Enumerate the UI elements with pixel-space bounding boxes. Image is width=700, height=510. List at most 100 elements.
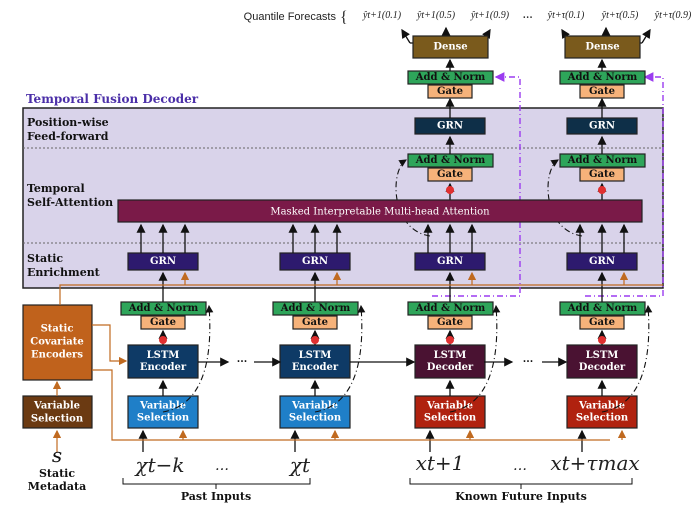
layer-label-position-wise-2: Feed-forward	[27, 130, 109, 143]
past-variable-selection-label: Variable	[291, 401, 338, 412]
grn-static-enrichment-label: GRN	[150, 256, 176, 267]
dropout-dot	[598, 336, 606, 344]
diagram-title: Quantile Forecasts	[244, 11, 337, 23]
input-ellipsis: …	[513, 458, 527, 474]
gate-block	[140, 315, 186, 330]
skip-connection	[585, 72, 664, 297]
layer-label-static-enrichment-2: Enrichment	[27, 266, 101, 279]
lstm-decoder	[414, 344, 486, 379]
lstm-encoder	[127, 344, 199, 379]
past-brace	[122, 478, 311, 489]
vs-label: Selection	[31, 414, 84, 425]
gate-block	[427, 315, 473, 330]
lstm-decoder-label: Decoder	[579, 362, 626, 373]
gate-block-label: Gate	[437, 169, 463, 180]
grn-static-enrichment-label: GRN	[589, 256, 615, 267]
gate-block-label: Gate	[589, 317, 615, 328]
vs-label: Variable	[33, 401, 80, 412]
input-past-first: χt−k	[133, 453, 184, 477]
lstm-decoder-label: LSTM	[586, 350, 619, 361]
gate-block-label: Gate	[150, 317, 176, 328]
future-brace	[409, 478, 633, 489]
layer-label-self-attention-2: Self-Attention	[27, 196, 113, 209]
static-encoders-label: Covariate	[30, 337, 83, 348]
gate-block-label: Gate	[437, 317, 463, 328]
add-norm-block-label: Add & Norm	[567, 155, 638, 166]
future-variable-selection-label: Variable	[426, 401, 473, 412]
past-variable-selection-label: Selection	[289, 413, 342, 424]
add-norm-block-label: Add & Norm	[567, 303, 638, 314]
add-norm-block-label: Add & Norm	[128, 303, 199, 314]
add-norm-block-label: Add & Norm	[415, 72, 486, 83]
attention-label: Masked Interpretable Multi-head Attentio…	[270, 207, 490, 218]
gate-block	[292, 315, 338, 330]
gate-block-label: Gate	[302, 317, 328, 328]
static-covariate-encoders	[22, 304, 93, 381]
lstm-encoder-label: LSTM	[147, 350, 180, 361]
gate-block	[579, 167, 625, 182]
input-past-last: χt	[288, 453, 311, 477]
grn-position-wise-label: GRN	[589, 121, 615, 132]
input-ellipsis: …	[215, 458, 229, 474]
dense-block	[412, 35, 489, 59]
gate-block-label: Gate	[589, 86, 615, 97]
dropout-dot	[311, 336, 319, 344]
future-variable-selection-label: Selection	[424, 413, 477, 424]
forecast-label: ŷt+1(0.9)	[470, 10, 510, 21]
dense-block-label: Dense	[433, 42, 467, 53]
static-variable-selection	[22, 395, 93, 429]
grn-position-wise-label: GRN	[437, 121, 463, 132]
forecast-label: ŷt+τ(0.5)	[601, 10, 639, 21]
skip-connection	[432, 72, 521, 297]
static-encoders-label: Encoders	[31, 350, 83, 361]
layer-label-self-attention: Temporal	[27, 182, 85, 195]
lstm-encoder-label: Encoder	[140, 362, 187, 373]
attention-block	[117, 199, 643, 223]
future-variable-selection-label: Variable	[578, 401, 625, 412]
dropout-dot	[598, 186, 606, 194]
forecast-labels: ŷt+1(0.1) ŷt+1(0.5) ŷt+1(0.9) … ŷt+τ(0.1…	[362, 10, 692, 21]
static-encoders-label: Static	[41, 324, 74, 335]
grn-static-enrichment-label: GRN	[437, 256, 463, 267]
ellipsis: ···	[237, 357, 247, 368]
lstm-decoder-label: LSTM	[434, 350, 467, 361]
forecast-label: ŷt+1(0.1)	[362, 10, 402, 21]
ellipsis: ···	[523, 357, 533, 368]
past-variable-selection-label: Selection	[137, 413, 190, 424]
lstm-encoder-label: Encoder	[292, 362, 339, 373]
grn-static-enrichment-label: GRN	[302, 256, 328, 267]
lstm-encoder-label: LSTM	[299, 350, 332, 361]
gate-block	[579, 315, 625, 330]
static-symbol: s	[52, 443, 62, 467]
future-variable-selection-label: Selection	[576, 413, 629, 424]
dropout-dot	[446, 186, 454, 194]
gate-block-label: Gate	[589, 169, 615, 180]
add-norm-block-label: Add & Norm	[567, 72, 638, 83]
add-norm-block-label: Add & Norm	[415, 303, 486, 314]
dense-block-label: Dense	[585, 42, 619, 53]
dropout-dot	[159, 336, 167, 344]
static-label: Metadata	[28, 480, 86, 493]
input-future-first: xt+1	[416, 451, 465, 475]
layer-label-position-wise: Position-wise	[27, 116, 109, 129]
add-norm-block-label: Add & Norm	[280, 303, 351, 314]
gate-block	[427, 167, 473, 182]
layer-label-static-enrichment: Static	[27, 252, 63, 265]
forecast-label: ŷt+τ(0.9)	[654, 10, 692, 21]
future-inputs-label: Known Future Inputs	[455, 490, 587, 503]
forecast-label: ŷt+1(0.5)	[416, 10, 456, 21]
gate-block	[427, 84, 473, 99]
decoder-title: Temporal Fusion Decoder	[26, 92, 199, 106]
past-variable-selection-label: Variable	[139, 401, 186, 412]
input-future-last: xt+τmax	[550, 451, 639, 475]
dense-block	[564, 35, 641, 59]
gate-block	[579, 84, 625, 99]
lstm-decoder-label: Decoder	[427, 362, 474, 373]
forecast-ellipsis: …	[523, 10, 533, 21]
gate-block-label: Gate	[437, 86, 463, 97]
brace: {	[340, 9, 348, 26]
dropout-dot	[446, 336, 454, 344]
forecast-label: ŷt+τ(0.1)	[547, 10, 585, 21]
static-label: Static	[39, 467, 75, 480]
